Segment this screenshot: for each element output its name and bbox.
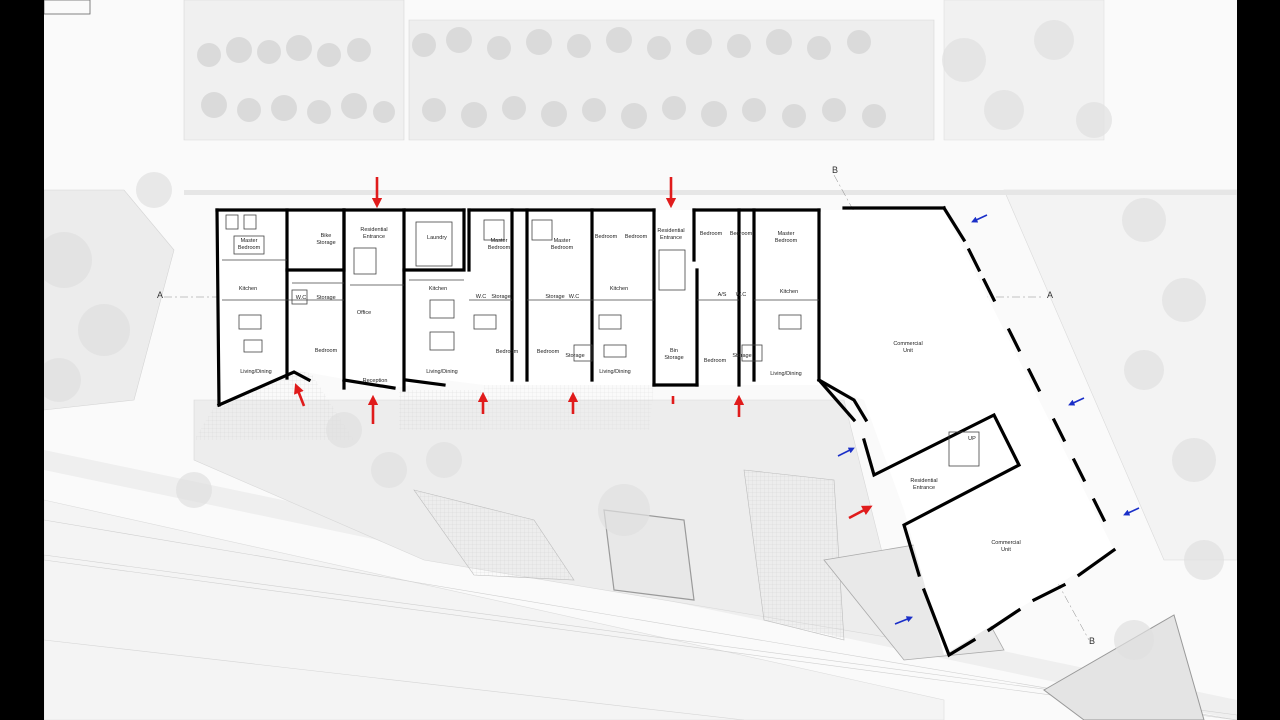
interior-details bbox=[222, 214, 980, 467]
label-reception: Reception bbox=[363, 378, 388, 384]
section-marker-a-right: A bbox=[1047, 290, 1053, 300]
label-u2-bedroom: Bedroom bbox=[496, 349, 519, 355]
label-u4-living: Living/Dining bbox=[599, 369, 631, 375]
section-marker-a-left: A bbox=[157, 290, 163, 300]
label-u1-master-2: Bedroom bbox=[238, 245, 261, 251]
section-marker-b-top: B bbox=[832, 165, 838, 175]
label-commercial-1a: Commercial bbox=[893, 341, 922, 347]
label-u2-master-2: Bedroom bbox=[488, 245, 511, 251]
label-u2-kitchen: Kitchen bbox=[429, 286, 447, 292]
commercial-arrows bbox=[837, 214, 1140, 625]
label-u5-bedroom-b: Bedroom bbox=[730, 231, 753, 237]
label-commercial-2b: Unit bbox=[1001, 547, 1011, 553]
tree-canopy bbox=[44, 20, 1224, 660]
label-u3-wc: W.C bbox=[569, 294, 579, 300]
commercial-arrow bbox=[1068, 397, 1085, 406]
label-res-entrance-3b: Entrance bbox=[913, 485, 935, 491]
label-u4-bedroom2: Bedroom bbox=[625, 234, 648, 240]
label-u5-as: A/S bbox=[718, 292, 727, 298]
label-commercial-2a: Commercial bbox=[991, 540, 1020, 546]
label-stair-up: UP bbox=[968, 436, 976, 442]
label-u4-bedroom1: Bedroom bbox=[595, 234, 618, 240]
commercial-arrow bbox=[837, 447, 855, 457]
site-context bbox=[44, 0, 1237, 720]
commercial-arrow bbox=[894, 616, 913, 625]
label-u2-master-1: Master bbox=[491, 238, 508, 244]
label-u3-storage2: Storage bbox=[565, 353, 584, 359]
ground-floor-plan: A A B B bbox=[44, 0, 1237, 720]
label-u3-master-2: Bedroom bbox=[551, 245, 574, 251]
label-bin-2: Storage bbox=[664, 355, 683, 361]
label-res-entrance-2b: Entrance bbox=[660, 235, 682, 241]
commercial-arrow bbox=[1123, 507, 1140, 516]
label-storage-a: Storage bbox=[316, 295, 335, 301]
label-office: Office bbox=[357, 310, 371, 316]
label-u3-storage: Storage bbox=[545, 294, 564, 300]
room-labels: Master Bedroom Kitchen W.C Bedroom Livin… bbox=[238, 227, 1021, 553]
label-res-entrance-1a: Residential bbox=[360, 227, 387, 233]
label-u3-bedroom: Bedroom bbox=[537, 349, 560, 355]
label-u1-bedroom: Bedroom bbox=[315, 348, 338, 354]
label-u6-master-2: Bedroom bbox=[775, 238, 798, 244]
label-bin-1: Bin bbox=[670, 348, 678, 354]
label-u4-kitchen: Kitchen bbox=[610, 286, 628, 292]
label-res-entrance-3a: Residential bbox=[910, 478, 937, 484]
label-res-entrance-2a: Residential bbox=[657, 228, 684, 234]
section-marker-b-bottom: B bbox=[1089, 636, 1095, 646]
label-laundry: Laundry bbox=[427, 235, 447, 241]
label-u1-living: Living/Dining bbox=[240, 369, 272, 375]
label-u5-wc: W.C bbox=[736, 292, 746, 298]
label-u2-storage: Storage bbox=[491, 294, 510, 300]
label-u6-kitchen: Kitchen bbox=[780, 289, 798, 295]
terrace-walls bbox=[215, 206, 946, 423]
commercial-walls bbox=[816, 205, 1117, 658]
label-u1-kitchen: Kitchen bbox=[239, 286, 257, 292]
label-res-entrance-1b: Entrance bbox=[363, 234, 385, 240]
label-u1-master-1: Master bbox=[241, 238, 258, 244]
label-bike-2: Storage bbox=[316, 240, 335, 246]
label-u6-living: Living/Dining bbox=[770, 371, 802, 377]
label-u5-bedroom-a: Bedroom bbox=[700, 231, 723, 237]
label-u1-wc: W.C bbox=[296, 295, 306, 301]
entrance-arrows bbox=[294, 177, 873, 520]
label-u3-master-1: Master bbox=[554, 238, 571, 244]
site-plan-canvas: A A B B bbox=[44, 0, 1237, 720]
label-bike-1: Bike bbox=[321, 233, 332, 239]
label-u6-master-1: Master bbox=[778, 231, 795, 237]
label-u5-bedroom-c: Bedroom bbox=[704, 358, 727, 364]
entrance-arrow bbox=[848, 505, 873, 520]
entrance-arrow bbox=[294, 383, 306, 407]
label-u2-wc: W.C bbox=[476, 294, 486, 300]
commercial-arrow bbox=[971, 214, 988, 223]
label-u5-storage: Storage bbox=[732, 353, 751, 359]
label-u2-living: Living/Dining bbox=[426, 369, 458, 375]
label-commercial-1b: Unit bbox=[903, 348, 913, 354]
frame-corner bbox=[44, 0, 91, 15]
building-footprint bbox=[217, 210, 1114, 655]
